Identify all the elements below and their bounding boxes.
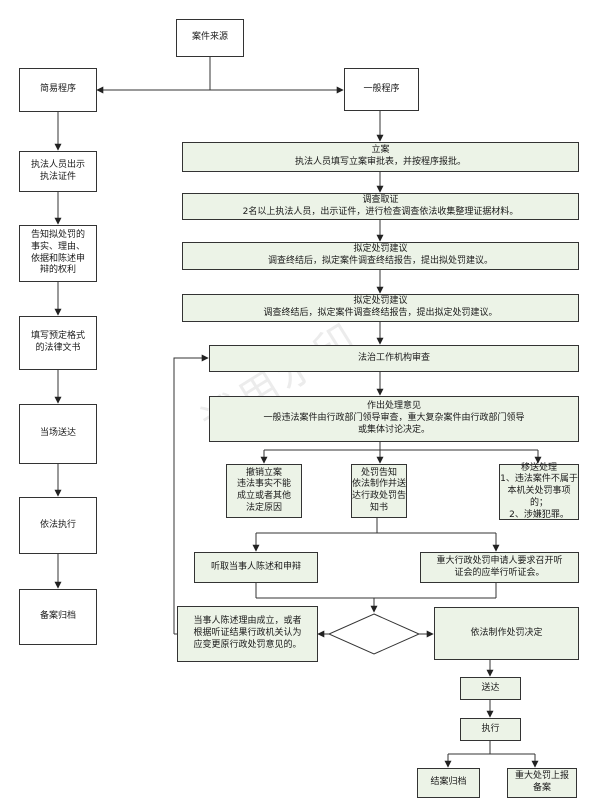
simple-step-label: 备案归档: [39, 611, 76, 622]
penalty-notice-box: 处罚告知 依法制作并送 达行政处罚告 知书: [351, 464, 407, 518]
legal-review-label: 法治工作机构审查: [357, 352, 430, 363]
investigation-box: 调查取证 2名以上执法人员，出示证件，进行检查调查依法收集整理证据材料。: [182, 193, 579, 220]
penalty-proposal-box: 拟定处罚建议 调查终结后，拟定案件调查终结报告，提出拟处罚建议。: [182, 242, 579, 270]
decision-diamond: [327, 613, 421, 655]
simple-step-label: 当场送达: [39, 428, 76, 439]
legal-review-box: 法治工作机构审查: [209, 345, 579, 372]
simple-step-box: 依法执行: [19, 497, 97, 554]
execute-box: 执行: [460, 718, 521, 741]
deliver-label: 送达: [481, 682, 500, 693]
decision-opinion-label: 作出处理意见 一般违法案件由行政部门领导审查，重大复杂案件由行政部门领导 或集体…: [263, 401, 525, 435]
filing-label: 立案 执法人员填写立案审批表，并按程序报批。: [294, 145, 466, 167]
close-archive-box: 结案归档: [417, 768, 480, 798]
cancel-filing-box: 撤销立案 违法事实不能 成立或者其他 法定原因: [226, 464, 302, 518]
penalty-notice-label: 处罚告知 依法制作并送 达行政处罚告 知书: [352, 467, 407, 513]
general-program-label: 一般程序: [363, 83, 400, 94]
execute-label: 执行: [481, 723, 500, 734]
filing-box: 立案 执法人员填写立案审批表，并按程序报批。: [182, 142, 579, 172]
reconsider-box: 当事人陈述理由成立，或者 根据听证结果行政机关认为 应变更原行政处罚意见的。: [177, 606, 318, 662]
deliver-box: 送达: [460, 677, 521, 700]
general-program-box: 一般程序: [344, 68, 419, 111]
hear-statement-label: 听取当事人陈述和申辩: [210, 561, 301, 572]
hearing-box: 重大行政处罚申请人要求召开听 证会的应举行听证会。: [420, 552, 579, 583]
simple-step-box: 告知拟处罚的 事实、理由、 依据和陈述申 辩的权利: [19, 225, 97, 282]
close-archive-label: 结案归档: [430, 777, 467, 788]
investigation-label: 调查取证 2名以上执法人员，出示证件，进行检查调查依法收集整理证据材料。: [242, 194, 519, 217]
simple-program-box: 简易程序: [19, 68, 97, 112]
simple-step-label: 告知拟处罚的 事实、理由、 依据和陈述申 辩的权利: [30, 230, 85, 276]
simple-step-label: 填写预定格式 的法律文书: [30, 331, 85, 353]
simple-step-label: 执法人员出示 执法证件: [30, 159, 85, 182]
hearing-label: 重大行政处罚申请人要求召开听 证会的应举行听证会。: [436, 555, 563, 578]
cancel-filing-label: 撤销立案 违法事实不能 成立或者其他 法定原因: [236, 467, 291, 513]
transfer-box: 移送处理 1、违法案件不属于 本机关处罚事项的； 2、涉嫌犯罪。: [499, 462, 579, 520]
penalty-proposal-label: 拟定处罚建议 调查终结后，拟定案件调查终结报告，提出拟处罚建议。: [267, 244, 493, 266]
simple-program-label: 简易程序: [39, 84, 76, 95]
penalty-proposal-label: 拟定处罚建议 调查终结后，拟定案件调查终结报告，提出拟定处罚建议。: [263, 296, 498, 318]
simple-step-box: 当场送达: [19, 404, 97, 464]
case-source-box: 案件来源: [176, 19, 244, 57]
hear-statement-box: 听取当事人陈述和申辩: [194, 552, 318, 583]
major-record-box: 重大处罚上报 备案: [507, 768, 577, 798]
reconsider-label: 当事人陈述理由成立，或者 根据听证结果行政机关认为 应变更原行政处罚意见的。: [193, 616, 302, 650]
major-record-label: 重大处罚上报 备案: [514, 771, 569, 793]
decision-opinion-box: 作出处理意见 一般违法案件由行政部门领导审查，重大复杂案件由行政部门领导 或集体…: [209, 396, 579, 442]
penalty-decision-box: 依法制作处罚决定: [434, 607, 579, 660]
transfer-label: 移送处理 1、违法案件不属于 本机关处罚事项的； 2、涉嫌犯罪。: [500, 462, 578, 520]
case-source-label: 案件来源: [191, 32, 228, 43]
simple-step-box: 执法人员出示 执法证件: [19, 151, 97, 192]
penalty-proposal-box: 拟定处罚建议 调查终结后，拟定案件调查终结报告，提出拟定处罚建议。: [182, 294, 579, 322]
simple-step-box: 填写预定格式 的法律文书: [19, 316, 97, 370]
penalty-decision-label: 依法制作处罚决定: [470, 627, 543, 638]
simple-step-box: 备案归档: [19, 589, 97, 645]
simple-step-label: 依法执行: [39, 519, 76, 530]
